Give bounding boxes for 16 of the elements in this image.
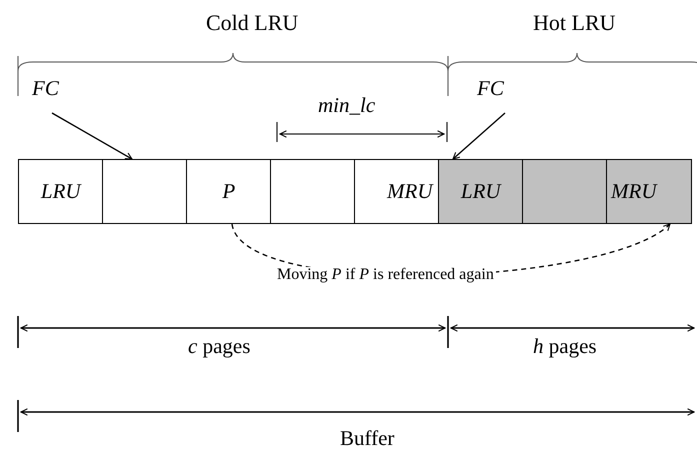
dimension-label: min_lc (318, 95, 376, 116)
pointer-label: FC (477, 78, 504, 99)
page-slot: MRU (354, 159, 440, 224)
page-slot: P (186, 159, 272, 224)
arrow (452, 112, 506, 160)
dimension-label: Buffer (340, 428, 394, 449)
dimension-label: c pages (188, 336, 250, 357)
page-slot: LRU (18, 159, 104, 224)
region-label: Hot LRU (533, 12, 616, 34)
region-label: Cold LRU (206, 12, 298, 34)
edge-label: Moving P if P is referenced again (275, 267, 496, 283)
pointer-label: FC (32, 78, 59, 99)
arrow (52, 112, 133, 160)
dimension-label: h pages (533, 336, 597, 357)
page-slot: LRU (438, 159, 524, 224)
page-slot: MRU (606, 159, 692, 224)
